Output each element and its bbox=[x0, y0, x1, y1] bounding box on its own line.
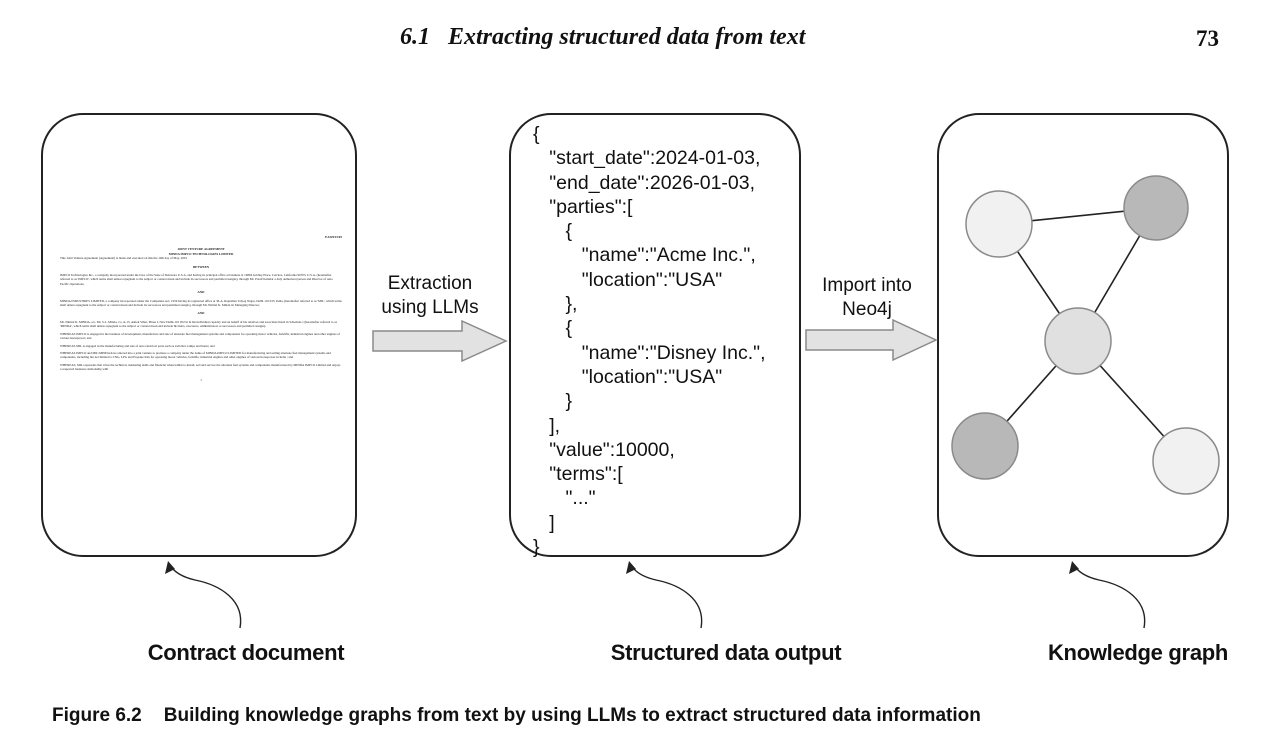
graph-node-top-left bbox=[965, 190, 1033, 258]
extraction-arrow bbox=[372, 319, 508, 363]
page-number: 73 bbox=[1196, 26, 1219, 51]
document-title: JOINT VENTURE AGREEMENT bbox=[177, 247, 225, 252]
figure-caption-text: Building knowledge graphs from text by u… bbox=[163, 705, 981, 726]
section-title: 6.1 Extracting structured data from text bbox=[400, 24, 806, 50]
extraction-label-line: using LLMs bbox=[381, 297, 479, 318]
structured-data-panel bbox=[509, 113, 801, 557]
figure-caption: Figure 6.2 Building knowledge graphs from… bbox=[52, 705, 981, 727]
contract-pointer-arrow bbox=[169, 564, 242, 629]
document-and: AND bbox=[197, 290, 205, 295]
contract-document-text: EASH/15/05 JOINT VENTURE AGREEMENT MINDA… bbox=[60, 235, 342, 382]
extraction-label: Extraction using LLMs bbox=[368, 272, 492, 320]
graph-node-center bbox=[1044, 307, 1112, 375]
import-label-line: Import into bbox=[822, 275, 912, 296]
document-paragraph: WHEREAS, MIL represents that it has the … bbox=[60, 362, 341, 372]
document-paragraph: IMPCO Technologies Inc., a company incor… bbox=[60, 273, 333, 286]
contract-document-panel bbox=[41, 113, 357, 557]
structured-data-label: Structured data output bbox=[610, 640, 842, 665]
document-between: BETWEEN bbox=[192, 264, 210, 269]
contract-document-label: Contract document bbox=[147, 640, 345, 665]
document-paragraph: Mr. Nirmal K. MINDA, s/o. Mr. S.L. Minda… bbox=[60, 319, 337, 329]
document-intro: This Joint Venture Agreement (Agreement)… bbox=[60, 256, 188, 261]
import-label-line: Neo4j bbox=[842, 299, 892, 320]
graph-node-top-right bbox=[1123, 175, 1189, 241]
document-paragraph: WHEREAS IMPCO is engaged in the business… bbox=[60, 331, 340, 341]
document-reference: EASH/15/05 bbox=[325, 235, 342, 239]
document-paragraph: WHEREAS IMPCO and MIL/MINDA have entered… bbox=[60, 350, 331, 360]
json-output: { "start_date":2024-01-03, "end_date":20… bbox=[533, 123, 766, 559]
figure-number: Figure 6.2 bbox=[52, 705, 142, 726]
graph-nodes bbox=[951, 175, 1220, 495]
structured-pointer-arrow bbox=[630, 564, 703, 629]
document-paragraph: MINDA INDUSTRIES LIMITED, a company inco… bbox=[60, 298, 342, 308]
graph-node-bottom-left bbox=[951, 412, 1019, 480]
import-label: Import into Neo4j bbox=[803, 274, 931, 322]
import-arrow bbox=[805, 318, 938, 362]
document-page-number: 1 bbox=[200, 377, 202, 382]
graph-pointer-arrow bbox=[1073, 564, 1146, 629]
knowledge-graph-label: Knowledge graph bbox=[1047, 640, 1229, 665]
extraction-label-line: Extraction bbox=[387, 273, 473, 294]
graph-node-bottom-right bbox=[1152, 427, 1220, 495]
document-subtitle: MINDA IMPCO TECHNOLOGIES LIMITED bbox=[168, 251, 234, 256]
document-and: AND bbox=[197, 311, 205, 316]
document-paragraph: WHEREAS MIL is engaged in the manufactur… bbox=[60, 343, 215, 348]
